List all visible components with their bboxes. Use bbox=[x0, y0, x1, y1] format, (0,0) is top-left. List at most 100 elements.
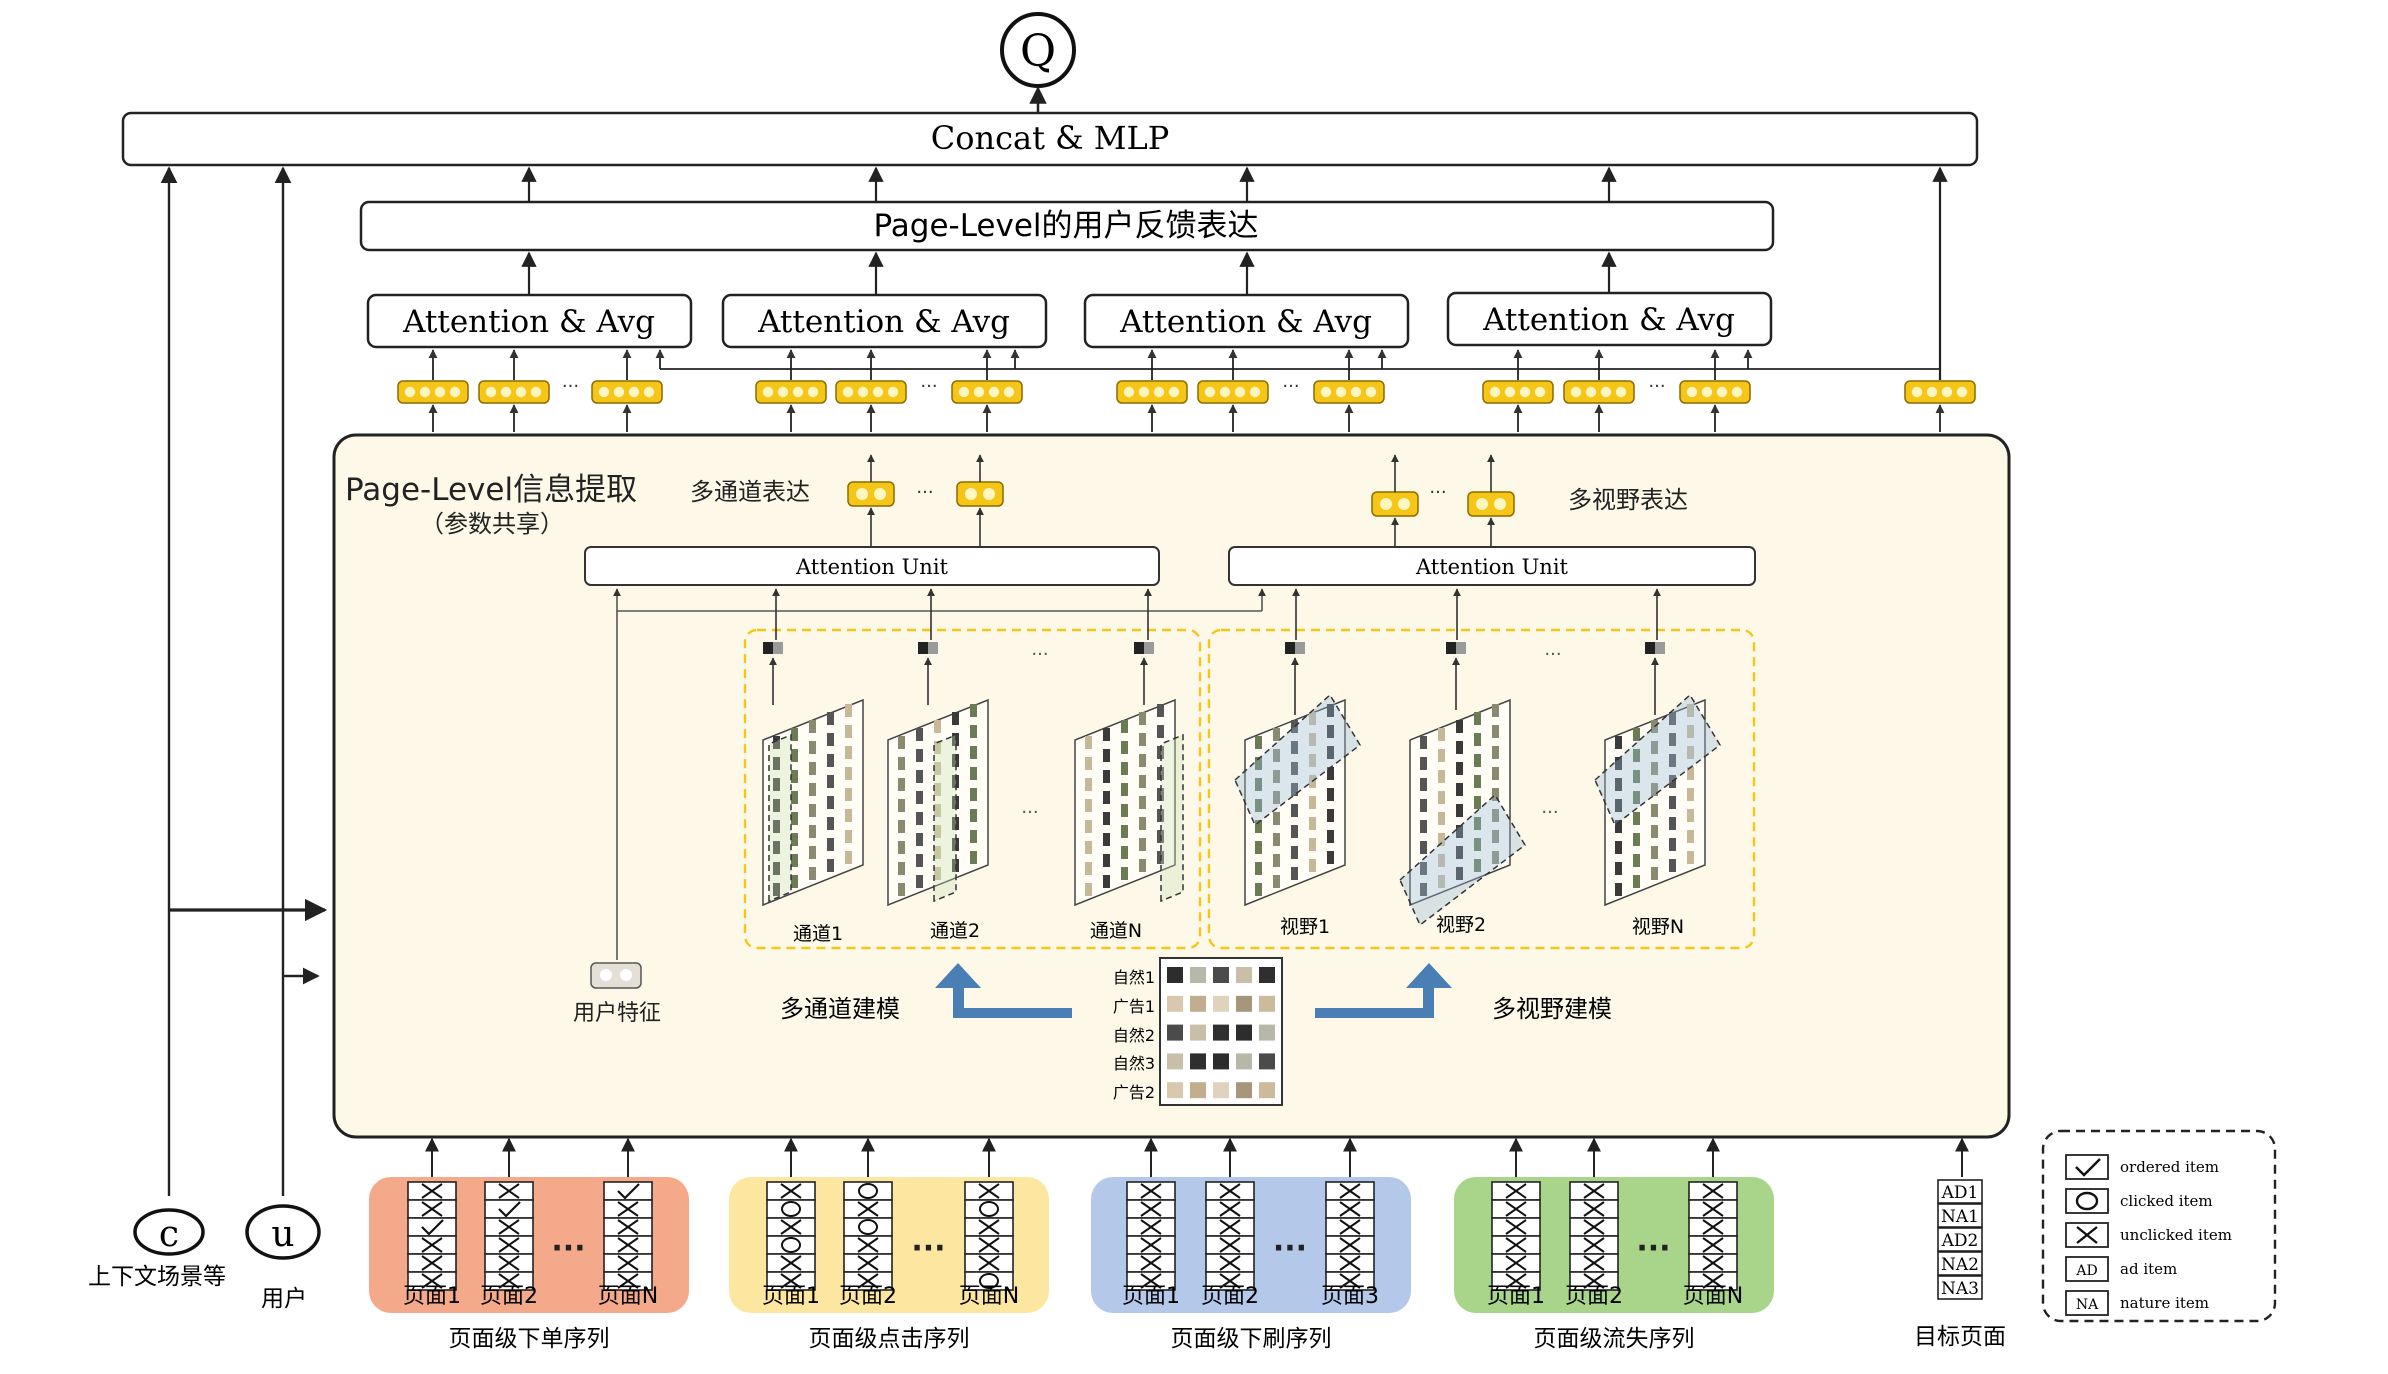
concat-mlp-label: Concat & MLP bbox=[931, 119, 1170, 157]
multi-channel-label: 多通道表达 bbox=[690, 478, 810, 506]
page-label: 页面3 bbox=[1321, 1284, 1379, 1309]
target-item: AD2 bbox=[1941, 1231, 1979, 1251]
svg-text:···: ··· bbox=[1021, 802, 1038, 823]
page-label: 页面N bbox=[959, 1284, 1019, 1309]
user-feature-pill bbox=[590, 962, 642, 989]
check-icon: ordered item bbox=[2065, 1154, 2219, 1180]
concat-mlp-box bbox=[121, 111, 1979, 167]
target-item: AD1 bbox=[1941, 1183, 1979, 1203]
user-feature-lines bbox=[613, 588, 1266, 960]
page-label: 页面N bbox=[1683, 1284, 1743, 1309]
channel-slice bbox=[887, 642, 989, 907]
svg-text:···: ··· bbox=[562, 376, 579, 397]
attention-unit-label: Attention Unit bbox=[795, 555, 949, 579]
channel-label: 通道N bbox=[1090, 920, 1142, 942]
view-slice bbox=[1594, 642, 1721, 907]
channel-label: 通道1 bbox=[793, 923, 843, 945]
channel-pill-arrows bbox=[867, 454, 984, 547]
feedback-to-concat-arrows bbox=[521, 166, 1617, 202]
svg-text:NA: NA bbox=[2076, 1297, 2099, 1313]
embedding-pill bbox=[1313, 380, 1385, 404]
attention-avg-row: Attention & Avg Attention & Avg Attentio… bbox=[366, 291, 1773, 349]
multi-view-label: 多视野表达 bbox=[1568, 486, 1688, 514]
view-output-pills: ··· bbox=[1371, 482, 1515, 517]
view-slice bbox=[1234, 642, 1361, 907]
context-symbol: c bbox=[159, 1214, 179, 1255]
view-slice bbox=[1399, 642, 1526, 927]
channel-slice bbox=[1074, 642, 1184, 907]
sequence-label: 页面级下刷序列 bbox=[1171, 1326, 1332, 1352]
legend-label: nature item bbox=[2120, 1294, 2209, 1312]
channel-label: 通道2 bbox=[930, 920, 980, 942]
svg-text:···: ··· bbox=[1282, 376, 1299, 397]
svg-text:···: ··· bbox=[1648, 376, 1665, 397]
context-node bbox=[133, 1208, 205, 1256]
page-label: 页面1 bbox=[403, 1284, 461, 1309]
target-item: NA2 bbox=[1941, 1255, 1979, 1275]
svg-text:AD: AD bbox=[2075, 1263, 2097, 1279]
embedding-pill bbox=[397, 380, 469, 404]
attention-to-feedback-arrows bbox=[521, 251, 1617, 295]
extraction-subtitle: （参数共享） bbox=[420, 510, 564, 538]
legend-label: unclicked item bbox=[2120, 1226, 2232, 1244]
embedding-pill bbox=[1116, 380, 1188, 404]
embedding-pill bbox=[1904, 380, 1976, 404]
embedding-pill bbox=[1482, 380, 1554, 404]
target-item: NA1 bbox=[1941, 1207, 1979, 1227]
attention-avg-label: Attention & Avg bbox=[757, 304, 1010, 340]
target-broadcast-line bbox=[655, 166, 1948, 380]
attention-unit-box bbox=[584, 546, 1160, 586]
page-label: 页面1 bbox=[762, 1284, 820, 1309]
sequence-label: 页面级点击序列 bbox=[809, 1326, 970, 1352]
matrix-row-label: 广告2 bbox=[1113, 1083, 1155, 1102]
view-label: 视野1 bbox=[1280, 916, 1330, 938]
na-icon: NA nature item bbox=[2065, 1290, 2209, 1316]
view-pill-arrows bbox=[1391, 454, 1495, 547]
user-node bbox=[245, 1204, 321, 1260]
attention-avg-label: Attention & Avg bbox=[1482, 302, 1735, 338]
svg-text:···: ··· bbox=[551, 1231, 585, 1266]
multi-channel-region bbox=[743, 628, 1202, 950]
page-label: 页面2 bbox=[480, 1284, 538, 1309]
matrix-row-label: 自然1 bbox=[1113, 968, 1155, 987]
page-label: 页面1 bbox=[1122, 1284, 1180, 1309]
channel-slice bbox=[762, 642, 864, 907]
multi-view-region bbox=[1207, 628, 1756, 950]
multi-channel-modeling-arrow bbox=[935, 963, 1072, 1018]
user-label: 用户 bbox=[261, 1286, 307, 1312]
svg-text:···: ··· bbox=[1031, 644, 1048, 665]
page-label: 页面1 bbox=[1487, 1284, 1545, 1309]
embedding-pill bbox=[951, 380, 1023, 404]
embedding-pill bbox=[478, 380, 550, 404]
embedding-pill bbox=[591, 380, 663, 404]
svg-text:···: ··· bbox=[920, 376, 937, 397]
embedding-pill bbox=[1679, 380, 1751, 404]
target-label: 目标页面 bbox=[1914, 1324, 2006, 1350]
page-label: 页面N bbox=[598, 1284, 658, 1309]
attention-unit-label: Attention Unit bbox=[1415, 555, 1569, 579]
sequence-label: 页面级流失序列 bbox=[1534, 1326, 1695, 1352]
output-node bbox=[1000, 12, 1076, 88]
target-item: NA3 bbox=[1941, 1279, 1979, 1299]
multi-view-modeling-label: 多视野建模 bbox=[1492, 995, 1612, 1023]
multi-channel-modeling-label: 多通道建模 bbox=[780, 995, 900, 1023]
embedding-pill bbox=[1563, 380, 1635, 404]
matrix-row-label: 自然2 bbox=[1113, 1026, 1155, 1045]
multi-view-modeling-arrow bbox=[1315, 963, 1452, 1018]
user-feature-label: 用户特征 bbox=[573, 1001, 661, 1026]
svg-text:···: ··· bbox=[916, 482, 933, 503]
extraction-title: Page-Level信息提取 bbox=[345, 472, 637, 508]
attention-avg-box bbox=[721, 293, 1048, 349]
legend-label: clicked item bbox=[2120, 1192, 2213, 1210]
embedding-pill bbox=[755, 380, 827, 404]
page-label: 页面2 bbox=[1201, 1284, 1259, 1309]
legend: ordered item clicked item unclicked itemAD… bbox=[2065, 1154, 2232, 1316]
